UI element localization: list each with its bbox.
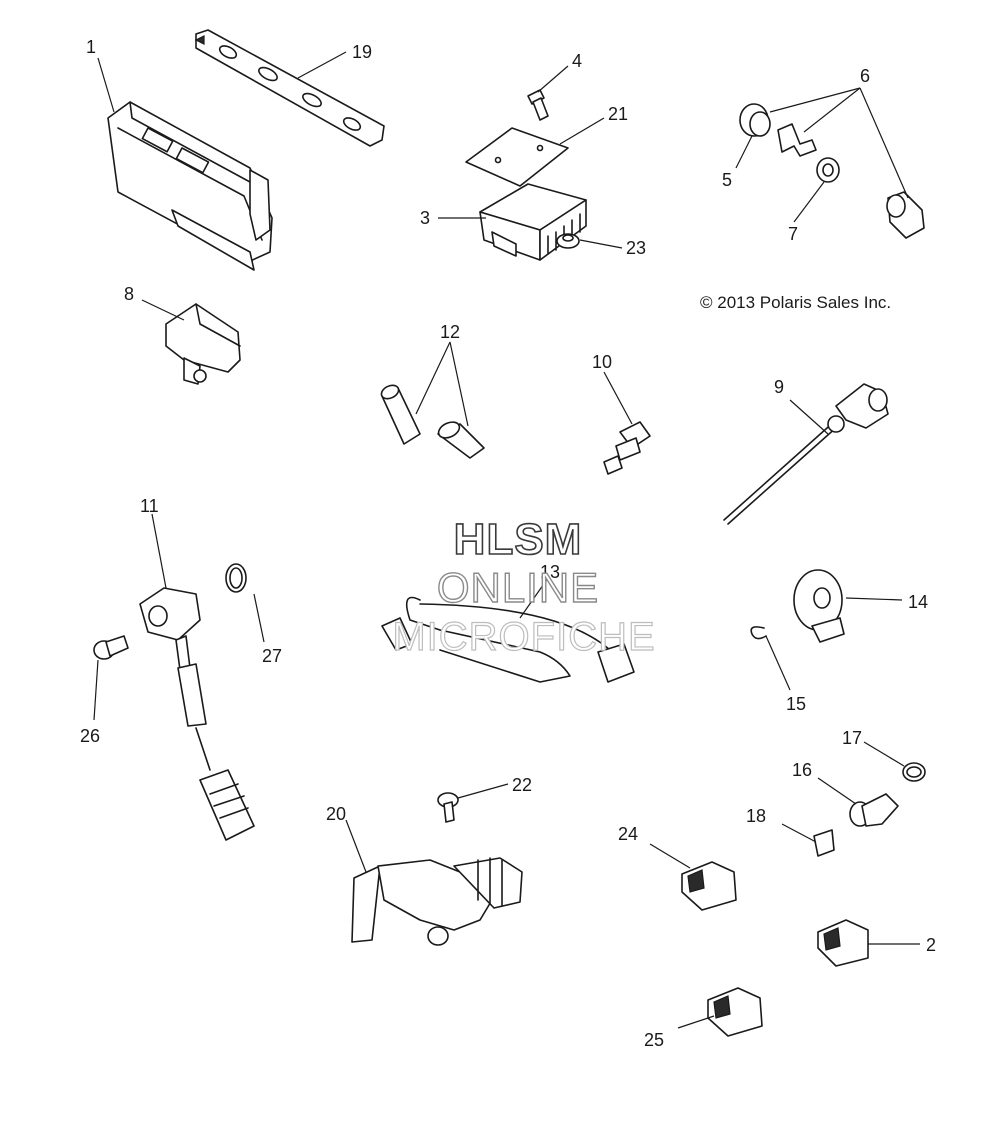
part-2-switch[interactable] [817,919,869,967]
part-19-bracket[interactable] [194,29,385,147]
part-6-clip[interactable] [777,123,817,157]
part-20-valve[interactable] [351,857,523,946]
callout-27: 27 [262,646,282,666]
callout-4: 4 [572,51,582,71]
part-3-module[interactable] [479,183,587,261]
part-13-o2-sensor[interactable] [381,596,635,683]
callout-26: 26 [80,726,100,746]
part-18-bolt[interactable] [813,829,835,857]
part-24-switch[interactable] [681,861,737,911]
part-12-cylinders[interactable] [379,383,485,459]
callout-19: 19 [352,42,372,62]
callout-6: 6 [860,66,870,86]
part-4-screw[interactable] [527,89,549,121]
watermark-line-1: HLSM [454,515,583,564]
callout-15: 15 [786,694,806,714]
callout-17: 17 [842,728,862,748]
part-14-knock-sensor[interactable] [793,569,845,643]
watermark-line-2: ONLINE [437,564,599,611]
callout-23: 23 [626,238,646,258]
callout-22: 22 [512,775,532,795]
callout-18: 18 [746,806,766,826]
part-8-map-sensor[interactable] [165,303,241,385]
part-27-oring[interactable] [225,563,247,593]
part-7-washer[interactable] [816,157,840,183]
callout-9: 9 [774,377,784,397]
watermark-line-3: MICROFICHE [392,615,655,659]
callout-2: 2 [926,935,936,955]
callout-8: 8 [124,284,134,304]
callout-14: 14 [908,592,928,612]
part-11-sensor-harness[interactable] [139,587,255,841]
callout-25: 25 [644,1030,664,1050]
callout-11: 11 [140,496,159,516]
leader-lines [93,51,920,1029]
part-21-plate[interactable] [465,127,569,187]
callout-24: 24 [618,824,638,844]
part-15-clip[interactable] [750,626,767,640]
part-10-temp-sensor[interactable] [603,421,651,475]
callout-12: 12 [440,322,460,342]
part-5-cap[interactable] [739,103,771,137]
part-6-sensor[interactable] [886,191,925,239]
callout-7: 7 [788,224,798,244]
part-23-plug[interactable] [556,233,580,249]
callout-20: 20 [326,804,346,824]
part-1-ecu[interactable] [107,101,273,271]
callout-13: 13 [540,562,560,582]
part-25-switch[interactable] [707,987,763,1037]
part-26-bolt[interactable] [93,635,129,660]
part-22-screw[interactable] [437,792,459,823]
callout-labels: 1 19 4 21 6 5 7 3 23 © 2013 Polaris Sale… [80,37,936,1050]
part-17-oring[interactable] [902,762,926,782]
callout-10: 10 [592,352,612,372]
callout-1: 1 [86,37,96,57]
part-16-elbow-sensor[interactable] [849,793,899,827]
callout-16: 16 [792,760,812,780]
part-9-sensor-probe[interactable] [723,383,889,525]
callout-21: 21 [608,104,628,124]
callout-5: 5 [722,170,732,190]
callout-3: 3 [420,208,430,228]
watermark: HLSM ONLINE MICROFICHE [392,514,656,659]
copyright-text: © 2013 Polaris Sales Inc. [700,293,891,312]
